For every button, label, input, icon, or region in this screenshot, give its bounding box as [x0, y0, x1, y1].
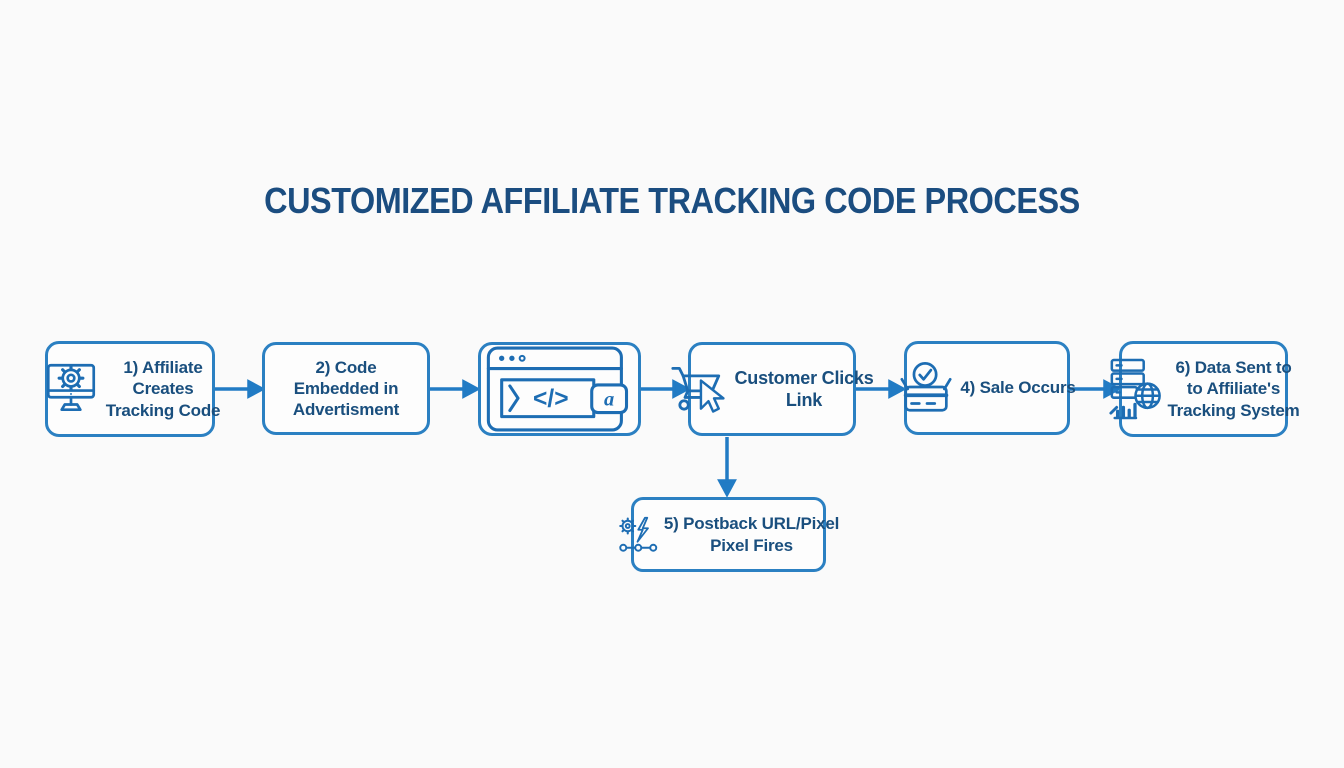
- cart-cursor-icon: [671, 366, 726, 413]
- step-code-embedded-in-ad[interactable]: 2) Code Embedded in Advertisment: [262, 342, 430, 435]
- monitor-gear-icon: [46, 363, 95, 412]
- step-label: 4) Sale Occurs: [960, 378, 1076, 398]
- server-globe-analytics-icon: [1109, 358, 1162, 420]
- step-ad-code-banner[interactable]: </> a: [478, 342, 641, 436]
- svg-text:a: a: [603, 388, 613, 410]
- step-postback-url-pixel-fires[interactable]: 5) Postback URL/Pixel Pixel Fires: [619, 497, 839, 572]
- step-label: 5) Postback URL/Pixel Pixel Fires: [663, 514, 840, 555]
- step-label: 6) Data Sent to to Affiliate's Tracking …: [1167, 358, 1300, 420]
- step-label: 1) Affiliate Creates Tracking Code: [105, 358, 221, 420]
- step-label: Customer Clicks Link: [734, 367, 874, 411]
- browser-code-icon: </> a: [486, 346, 628, 432]
- arrow-step2-step3: [430, 379, 481, 399]
- step-affiliate-creates-tracking-code[interactable]: 1) Affiliate Creates Tracking Code: [45, 341, 220, 437]
- step-sale-occurs[interactable]: 4) Sale Occurs: [900, 341, 1076, 435]
- step-label: 2) Code Embedded in Advertisment: [292, 357, 400, 420]
- card-check-icon: [900, 361, 952, 412]
- step-customer-clicks-link[interactable]: Customer Clicks Link: [671, 342, 874, 436]
- svg-text:</>: </>: [533, 385, 569, 412]
- automation-gear-bolt-icon: [619, 516, 658, 552]
- arrow-step1-step2: [214, 379, 266, 399]
- page-title: CUSTOMIZED AFFILIATE TRACKING CODE PROCE…: [264, 180, 1080, 221]
- arrow-step4-branch: [717, 437, 737, 498]
- step-data-sent-to-tracking-system[interactable]: 6) Data Sent to to Affiliate's Tracking …: [1109, 341, 1300, 437]
